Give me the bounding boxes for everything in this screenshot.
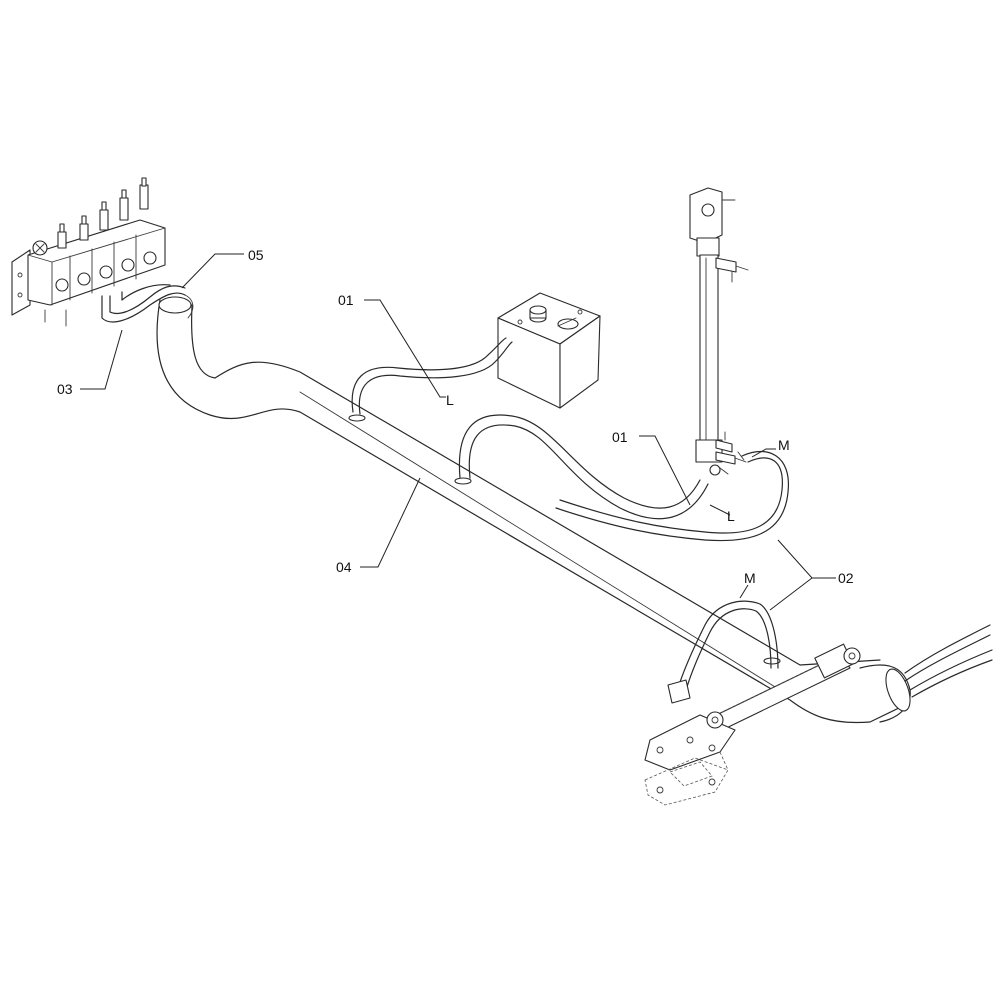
hose-02 <box>555 451 789 698</box>
callouts: 05 01 L 03 01 M L 04 M 02 <box>57 247 854 586</box>
hose-01-upper <box>351 337 513 415</box>
leader-lines <box>80 253 836 611</box>
callout-l-upper: L <box>446 392 454 408</box>
oil-tank <box>497 292 601 409</box>
lower-cylinder-bracket <box>644 643 861 806</box>
callout-l-lower: L <box>727 508 735 524</box>
callout-01-upper: 01 <box>338 292 354 308</box>
frame-tube <box>156 294 911 724</box>
callout-01-lower: 01 <box>612 429 628 445</box>
valve-block <box>11 177 166 327</box>
callout-04: 04 <box>336 559 352 575</box>
exit-hoses <box>904 624 993 698</box>
hose-03 <box>101 284 186 323</box>
hose-01-lower <box>458 414 709 520</box>
callout-05: 05 <box>248 247 264 263</box>
vertical-cylinder <box>689 187 749 476</box>
callout-03: 03 <box>57 381 73 397</box>
callout-02: 02 <box>838 570 854 586</box>
callout-m-lower: M <box>744 570 756 586</box>
callout-m-upper: M <box>778 437 790 453</box>
